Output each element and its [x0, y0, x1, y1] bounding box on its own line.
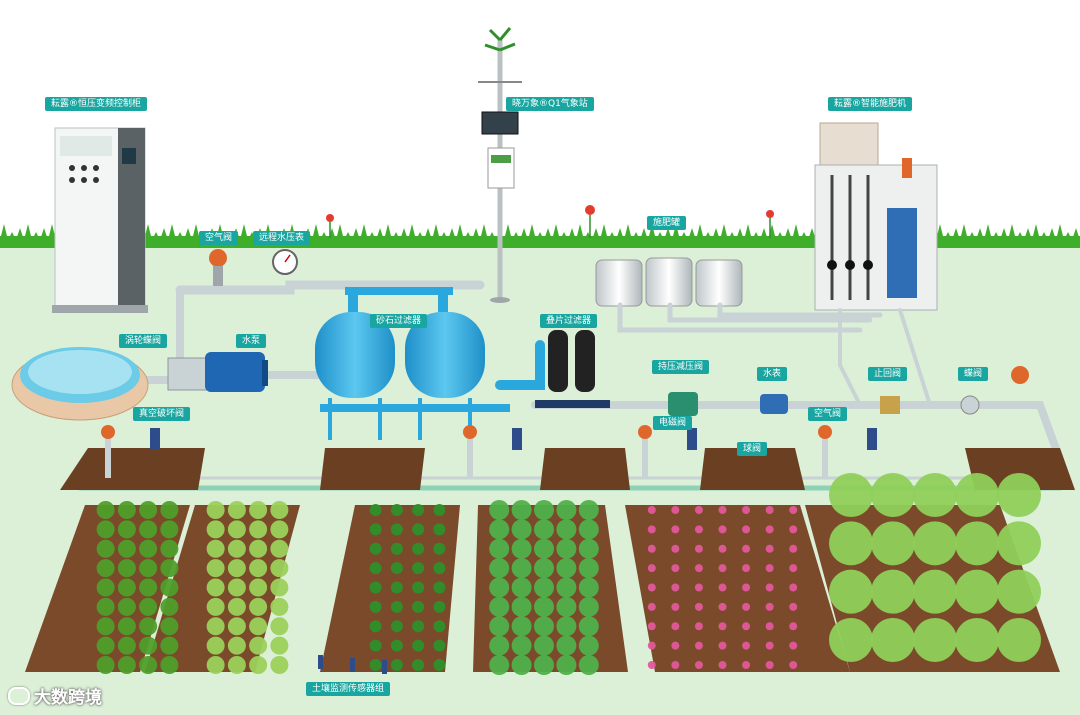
water-meter-device: [760, 394, 788, 414]
label-solenoid-valve: 电磁阀: [653, 416, 693, 430]
valve-pits: [60, 448, 1075, 490]
pressure-reducing-valve-device: [668, 392, 698, 416]
disc-filter-device: [535, 330, 610, 408]
label-soil-sensor-group: 土壤监测传感器组: [306, 682, 391, 696]
label-ball-valve: 球阀: [737, 442, 768, 456]
label-butterfly-valve-turbo: 涡轮蝶阀: [119, 334, 168, 348]
label-remote-pressure-gauge: 远程水压表: [253, 231, 311, 245]
label-water-pump: 水泵: [236, 334, 267, 348]
check-valve-device: [880, 396, 900, 414]
label-air-valve-mid: 空气阀: [808, 407, 848, 421]
label-water-meter: 水表: [757, 367, 788, 381]
label-air-valve-top: 空气阀: [199, 231, 239, 245]
label-fertilizer-tank: 施肥罐: [647, 216, 687, 230]
watermark-logo-icon: [8, 687, 30, 705]
pressure-gauge-device: [272, 249, 298, 275]
label-sand-filter: 砂石过滤器: [370, 314, 428, 328]
sand-filter-device: [315, 287, 510, 440]
fertilizer-tanks: [595, 257, 743, 307]
air-valve-top-device: [209, 249, 227, 286]
label-disc-filter: 叠片过滤器: [540, 314, 598, 328]
flower-decor: [326, 205, 774, 238]
watermark-text: 大数跨境: [34, 688, 102, 708]
crop-fields: [25, 473, 1060, 675]
valve-risers: [101, 425, 877, 478]
watermark: 大数跨境: [8, 683, 102, 708]
label-control-cabinet: 耘露®恒压变频控制柜: [45, 97, 148, 111]
butterfly-valve-device: [960, 366, 1029, 415]
weather-station: [478, 27, 522, 303]
label-fertigation-machine: 耘露®智能施肥机: [828, 97, 913, 111]
fertigation-machine: [814, 122, 938, 311]
control-cabinet: [52, 127, 148, 313]
label-weather-station: 晓万象®Q1气象站: [506, 97, 594, 111]
water-pump: [167, 352, 268, 392]
label-check-valve: 止回阀: [868, 367, 908, 381]
soil-sensors: [318, 655, 387, 674]
water-reservoir: [11, 347, 149, 421]
label-vacuum-breaker-valve: 真空破坏阀: [133, 407, 191, 421]
label-butterfly-valve: 蝶阀: [958, 367, 989, 381]
label-pressure-reducing-valve: 持压减压阀: [652, 360, 710, 374]
